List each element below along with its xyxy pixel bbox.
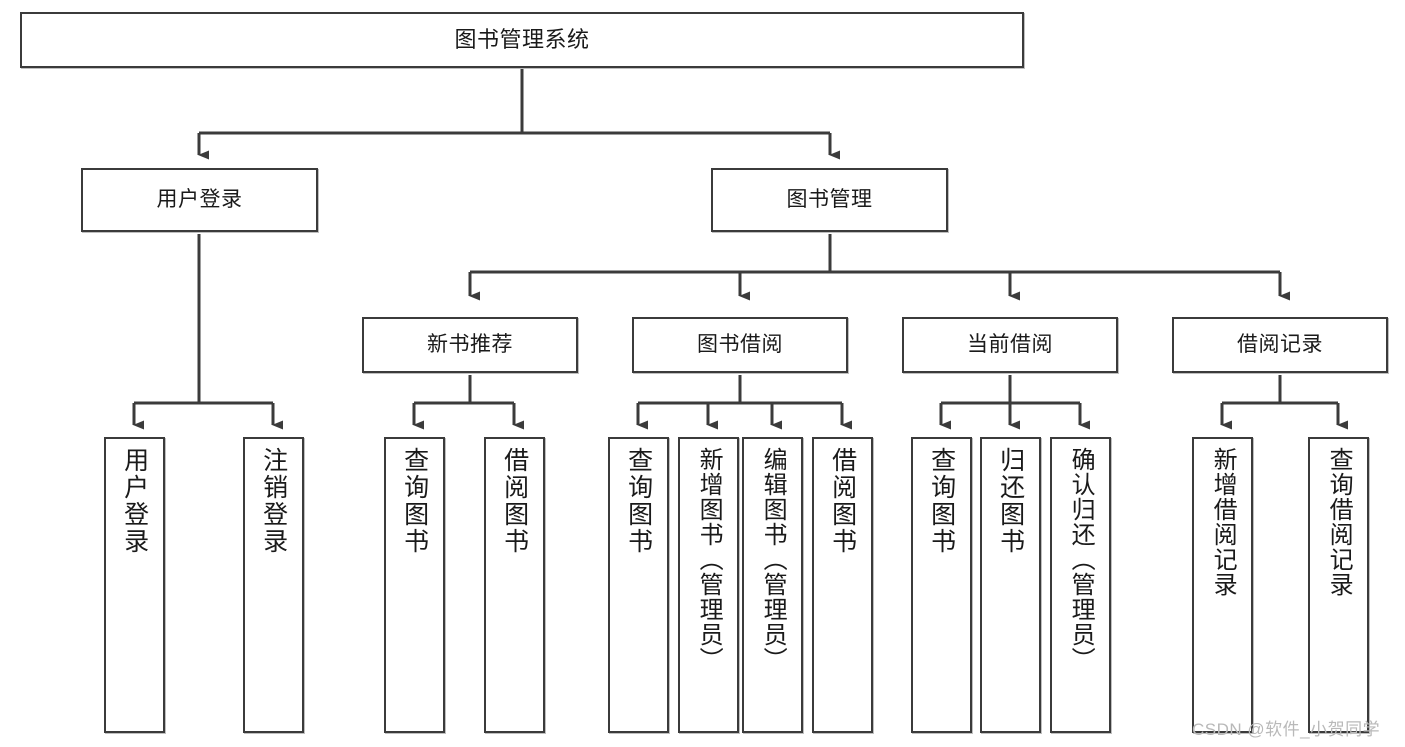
- node-leaf-query-book-3[interactable]: 查询图书: [911, 437, 972, 733]
- node-leaf-borrow-book-1[interactable]: 借阅图书: [484, 437, 545, 733]
- node-leaf-query-record-label: 查询借阅记录: [1325, 447, 1353, 597]
- node-leaf-return-book-label: 归还图书: [996, 447, 1025, 555]
- node-new-book-rec[interactable]: 新书推荐: [362, 317, 578, 373]
- node-leaf-query-book-2[interactable]: 查询图书: [608, 437, 669, 733]
- node-book-borrow-label: 图书借阅: [697, 332, 783, 356]
- node-leaf-query-record[interactable]: 查询借阅记录: [1308, 437, 1369, 733]
- node-root[interactable]: 图书管理系统: [20, 12, 1024, 68]
- node-leaf-borrow-book-2[interactable]: 借阅图书: [812, 437, 873, 733]
- node-book-manage-label: 图书管理: [786, 187, 873, 211]
- node-new-book-rec-label: 新书推荐: [427, 332, 513, 356]
- node-user-login-label: 用户登录: [156, 187, 243, 211]
- node-root-label: 图书管理系统: [454, 27, 590, 53]
- node-leaf-edit-book[interactable]: 编辑图书（管理员）: [742, 437, 803, 733]
- node-leaf-logout-login-label: 注销登录: [259, 447, 288, 555]
- node-leaf-add-record-label: 新增借阅记录: [1209, 447, 1237, 597]
- node-leaf-user-login-label: 用户登录: [120, 447, 149, 555]
- node-leaf-borrow-book-2-label: 借阅图书: [828, 447, 857, 555]
- node-current-borrow[interactable]: 当前借阅: [902, 317, 1118, 373]
- node-leaf-add-record[interactable]: 新增借阅记录: [1192, 437, 1253, 733]
- node-leaf-return-book[interactable]: 归还图书: [980, 437, 1041, 733]
- node-borrow-record[interactable]: 借阅记录: [1172, 317, 1388, 373]
- node-leaf-query-book-2-label: 查询图书: [624, 447, 653, 555]
- node-leaf-query-book-3-label: 查询图书: [927, 447, 956, 555]
- node-current-borrow-label: 当前借阅: [967, 332, 1053, 356]
- node-leaf-user-login[interactable]: 用户登录: [104, 437, 165, 733]
- node-leaf-confirm-return-label: 确认归还（管理员）: [1067, 447, 1095, 672]
- node-leaf-confirm-return[interactable]: 确认归还（管理员）: [1050, 437, 1111, 733]
- node-book-manage[interactable]: 图书管理: [711, 168, 948, 232]
- node-leaf-edit-book-label: 编辑图书（管理员）: [759, 447, 787, 672]
- node-user-login[interactable]: 用户登录: [81, 168, 318, 232]
- node-leaf-borrow-book-1-label: 借阅图书: [500, 447, 529, 555]
- node-leaf-query-book-1-label: 查询图书: [400, 447, 429, 555]
- node-leaf-add-book-label: 新增图书（管理员）: [695, 447, 723, 672]
- node-leaf-logout-login[interactable]: 注销登录: [243, 437, 304, 733]
- node-leaf-query-book-1[interactable]: 查询图书: [384, 437, 445, 733]
- node-leaf-add-book[interactable]: 新增图书（管理员）: [678, 437, 739, 733]
- node-book-borrow[interactable]: 图书借阅: [632, 317, 848, 373]
- node-borrow-record-label: 借阅记录: [1237, 332, 1323, 356]
- csdn-watermark: CSDN @软件_小贺同学: [1192, 720, 1381, 739]
